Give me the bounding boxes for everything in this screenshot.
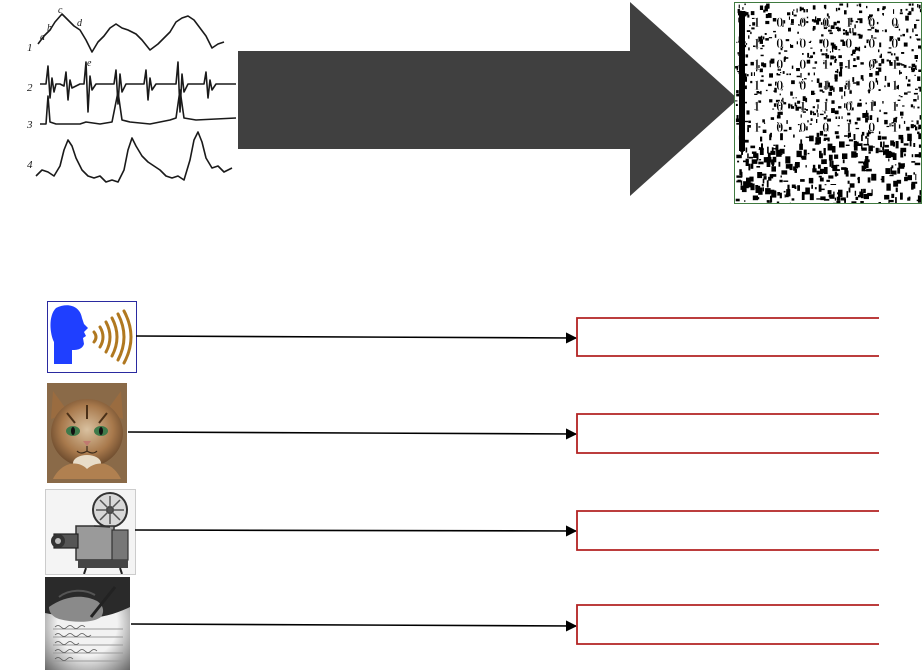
trace-4 [35, 131, 233, 183]
matrix-digit: 0 [822, 15, 830, 31]
matrix-digit: 0 [776, 57, 784, 73]
matrix-digit: 1 [891, 120, 899, 136]
trace-number-2: 2 [27, 82, 33, 94]
matrix-digit: 0 [891, 36, 899, 52]
matrix-digit: 1 [891, 99, 899, 115]
matrix-digit: 1 [868, 99, 876, 115]
matrix-digit: 1 [753, 78, 761, 94]
matrix-digit: 1 [822, 99, 830, 115]
matrix-digit: 0 [868, 78, 876, 94]
film-projector-icon [51, 492, 129, 574]
point-letter-a: a [40, 32, 45, 43]
matrix-digit: 0 [776, 120, 784, 136]
point-letter-b: b [47, 23, 52, 34]
output-slot-2 [576, 413, 879, 454]
point-letter-c: c [58, 5, 63, 16]
cat-thumbnail [47, 383, 127, 483]
matrix-digit: 0 [822, 36, 830, 52]
trace-3 [40, 89, 237, 125]
speaker-thumbnail [47, 301, 137, 373]
handwriting-photo [45, 577, 130, 670]
matrix-digit: 0 [845, 99, 853, 115]
matrix-digit: 1 [753, 120, 761, 136]
matrix-digit: 1 [845, 120, 853, 136]
point-letter-e: e [87, 58, 92, 69]
matrix-digit: 1 [822, 78, 830, 94]
matrix-digit: 0 [799, 36, 807, 52]
arrow-speaker-to-slot [135, 332, 578, 344]
projector-thumbnail [45, 489, 136, 575]
matrix-digit: 1 [822, 57, 830, 73]
trace-number-4: 4 [27, 159, 33, 171]
output-slot-1 [576, 317, 879, 357]
matrix-digit: 0 [776, 36, 784, 52]
matrix-digit: 0 [799, 15, 807, 31]
arrow-cat-to-slot [127, 428, 578, 440]
speaker-icon [50, 305, 133, 365]
matrix-left-bracket [739, 11, 745, 151]
big-right-arrow-icon [238, 2, 738, 196]
matrix-digit: 0 [776, 15, 784, 31]
arrow-projector-to-slot [134, 525, 578, 537]
matrix-digit: 1 [753, 99, 761, 115]
matrix-digit: 0 [868, 36, 876, 52]
matrix-digit: 1 [753, 36, 761, 52]
matrix-digit: 0 [845, 36, 853, 52]
matrix-digit: 1 [753, 57, 761, 73]
big-arrow-shape [238, 2, 738, 196]
matrix-digit: 1 [891, 57, 899, 73]
matrix-digit: 0 [868, 57, 876, 73]
point-letter-d: d [77, 18, 83, 29]
matrix-digit: 1 [845, 78, 853, 94]
matrix-digit: 1 [845, 57, 853, 73]
handwriting-thumbnail [45, 577, 130, 670]
matrix-digit: 0 [891, 15, 899, 31]
matrix-digit: 1 [799, 99, 807, 115]
matrix-digit: 0 [799, 57, 807, 73]
matrix-digit: 1 [845, 15, 853, 31]
output-slot-4 [576, 604, 879, 645]
trace-1 [37, 13, 225, 53]
matrix-digit: 1 [891, 78, 899, 94]
matrix-digit: 0 [799, 120, 807, 136]
trace-number-1: 1 [27, 42, 33, 54]
matrix-digit: 0 [776, 99, 784, 115]
matrix-digit: 0 [799, 78, 807, 94]
matrix-digit: 0 [868, 120, 876, 136]
trace-number-3: 3 [26, 119, 33, 131]
matrix-digit: 0 [822, 120, 830, 136]
matrix-digit: 1 [753, 15, 761, 31]
arrow-handwriting-to-slot [130, 620, 578, 632]
output-slot-3 [576, 510, 879, 551]
matrix-digit: 0 [776, 78, 784, 94]
waveform-plot: 1 2 3 4 a b c d e [26, 5, 237, 183]
trace-2 [40, 61, 236, 113]
mapping-arrows [127, 317, 879, 645]
cat-photo [47, 383, 127, 483]
matrix-digit: 0 [868, 15, 876, 31]
